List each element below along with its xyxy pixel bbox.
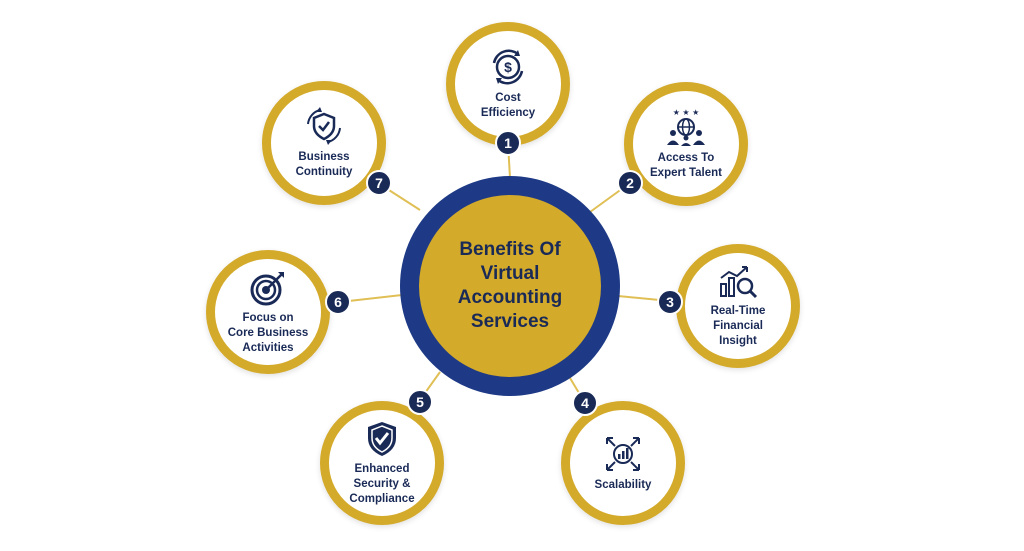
team-globe-icon: ★ ★ ★ — [667, 108, 705, 146]
benefit-node-cost-efficiency: $ Cost Efficiency — [446, 22, 570, 146]
center-title: Benefits Of Virtual Accounting Services — [457, 239, 563, 332]
benefit-node-expert-talent: ★ ★ ★ Access To Expert Talent — [624, 82, 748, 206]
target-icon — [250, 271, 284, 305]
number-badge-6: 6 — [325, 289, 351, 315]
chart-magnifier-icon — [720, 265, 758, 298]
benefit-label: Real-Time Financial Insight — [710, 304, 766, 347]
benefit-label: Enhanced Security & Compliance — [349, 462, 415, 505]
number-badge-5: 5 — [407, 389, 433, 415]
dollar-cycle-icon: $ — [492, 49, 524, 85]
number-badge-7: 7 — [366, 170, 392, 196]
number-badge-2: 2 — [617, 170, 643, 196]
svg-text:$: $ — [504, 59, 512, 75]
shield-cycle-icon — [307, 107, 341, 145]
number-badge-1: 1 — [495, 130, 521, 156]
svg-text:★ ★ ★: ★ ★ ★ — [673, 108, 700, 117]
benefit-node-security-compliance: Enhanced Security & Compliance — [320, 401, 444, 525]
benefit-label: Access To Expert Talent — [650, 152, 722, 179]
center-hub: Benefits Of Virtual Accounting Services — [400, 176, 620, 396]
benefit-node-business-continuity: Business Continuity — [262, 81, 386, 205]
benefit-node-core-focus: Focus on Core Business Activities — [206, 250, 330, 374]
number-badge-4: 4 — [572, 390, 598, 416]
expand-chart-icon — [606, 436, 640, 471]
benefit-label: Focus on Core Business Activities — [227, 311, 309, 354]
center-hub-inner: Benefits Of Virtual Accounting Services — [419, 195, 601, 377]
benefit-node-real-time-insight: Real-Time Financial Insight — [676, 244, 800, 368]
number-badge-3: 3 — [657, 289, 683, 315]
benefit-label: Business Continuity — [295, 151, 353, 178]
benefit-label: Cost Efficiency — [480, 92, 536, 119]
benefit-label: Scalability — [594, 478, 652, 491]
shield-check-icon — [368, 421, 396, 456]
benefit-node-scalability: Scalability — [561, 401, 685, 525]
